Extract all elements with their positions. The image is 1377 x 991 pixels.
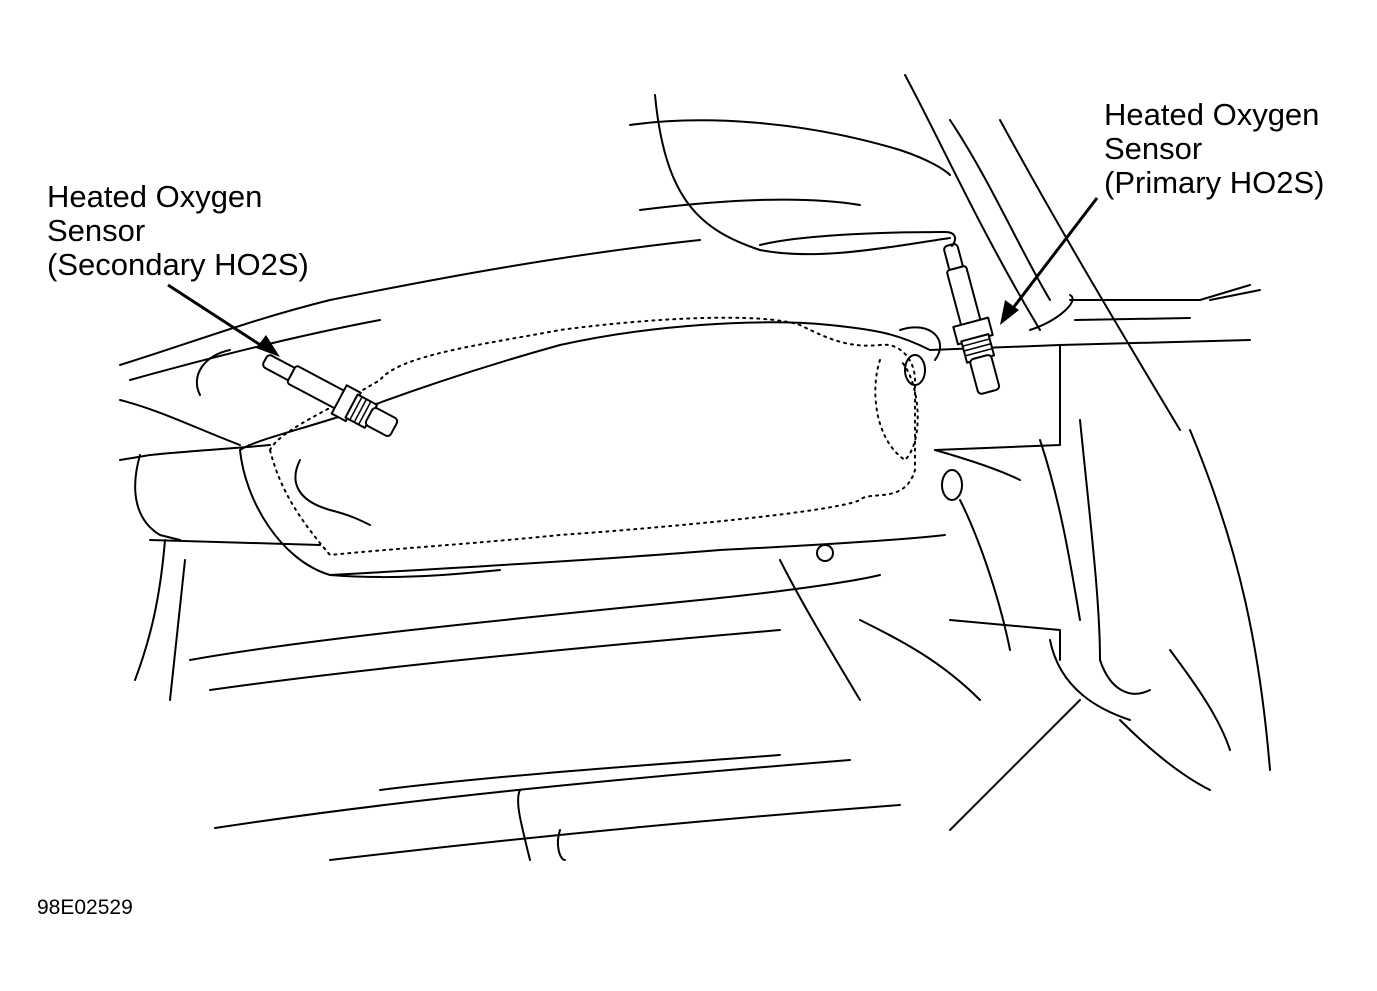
secondary-label-line2: Sensor [47, 213, 146, 248]
catalytic-converter [239, 316, 946, 579]
figure-id: 98E02529 [37, 896, 133, 919]
sensor-wire [759, 231, 957, 247]
primary-ho2s-sensor [943, 243, 1001, 395]
secondary-label-line1: Heated Oxygen [47, 179, 263, 214]
primary-ho2s-label: Heated Oxygen Sensor (Primary HO2S) [1104, 98, 1324, 200]
secondary-ho2s-sensor [262, 354, 399, 437]
primary-label-line1: Heated Oxygen [1104, 97, 1320, 132]
secondary-leader-arrow [167, 283, 280, 357]
primary-leader-arrow [1000, 197, 1099, 325]
frame-rails [189, 289, 1271, 861]
front-pipe [874, 326, 1061, 501]
underbody-outline [119, 74, 1251, 446]
secondary-label-line3: (Secondary HO2S) [47, 247, 309, 282]
primary-label-line3: (Primary HO2S) [1104, 165, 1325, 200]
secondary-ho2s-label: Heated Oxygen Sensor (Secondary HO2S) [47, 180, 309, 282]
primary-label-line2: Sensor [1104, 131, 1203, 166]
exhaust-pipe-rear [119, 444, 321, 701]
